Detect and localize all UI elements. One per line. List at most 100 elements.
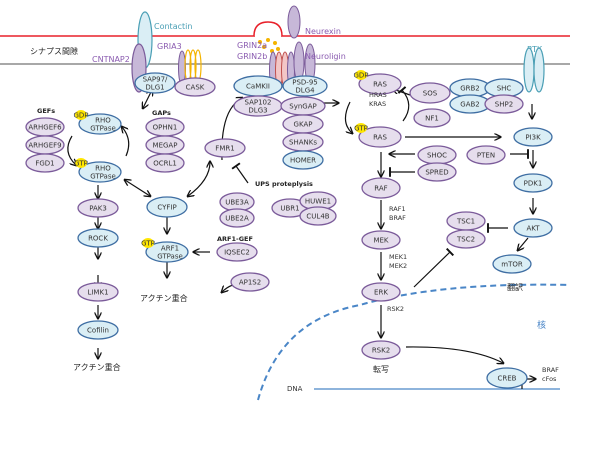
gaps-label: GAPs — [152, 109, 171, 117]
node-pten: PTEN — [466, 145, 506, 165]
node-label: ROCK — [88, 235, 108, 243]
node-fmr1: FMR1 — [204, 138, 246, 158]
node-mek: MEK — [361, 230, 401, 250]
hras-label: HRAS — [369, 91, 387, 99]
nucleus-label: 核 — [537, 319, 546, 331]
gdp-badge — [75, 110, 87, 120]
mek1-label: MEK1 — [389, 253, 407, 261]
node-label: RHO — [95, 117, 111, 125]
node-label: GRB2 — [460, 85, 480, 93]
node-label: SAP102 — [245, 99, 272, 107]
node-label: GKAP — [294, 121, 313, 129]
node-label: PI3K — [525, 134, 541, 142]
node-label: HUWE1 — [305, 198, 331, 206]
node-label: CASK — [186, 84, 205, 92]
node-label: RAS — [373, 81, 387, 89]
node-limk1: LIMK1 — [77, 282, 119, 302]
gtp-badge-label: GTP — [354, 125, 368, 133]
node-pi3k: PI3K — [513, 127, 553, 147]
node-label: RAF — [374, 185, 387, 193]
node-rsk2: RSK2 — [361, 340, 401, 360]
node-label: UBE3A — [225, 199, 249, 207]
neurexin-label: Neurexin — [305, 27, 341, 36]
node-akt: AKT — [513, 218, 553, 238]
node-camkii: CaMKII — [233, 75, 283, 97]
grin2b-label: GRIN2b — [237, 52, 267, 61]
node-tsc2: TSC2 — [446, 229, 486, 249]
node-label: RSK2 — [372, 347, 390, 355]
node-rock: ROCK — [77, 228, 119, 248]
node-label: OCRL1 — [153, 160, 177, 168]
cntnap2-label: CNTNAP2 — [92, 55, 130, 64]
node-ap1s2: AP1S2 — [230, 272, 270, 292]
node-label: SHANKs — [289, 139, 317, 147]
node-label: Cofilin — [87, 327, 109, 335]
node-label: OPHN1 — [153, 124, 178, 132]
kras-label: KRAS — [369, 100, 386, 108]
node-label: CREB — [498, 375, 517, 383]
node-spred: SPRED — [417, 162, 457, 182]
node-label: PTEN — [477, 152, 495, 160]
node-raf: RAF — [361, 177, 401, 199]
node-nf1: NF1 — [413, 108, 451, 128]
rsk2-arrow-label: RSK2 — [387, 305, 404, 313]
node-label: AP1S2 — [239, 279, 261, 287]
node-sos: SOS — [409, 82, 451, 104]
vesicle-release — [253, 21, 283, 37]
node-label: HOMER — [290, 157, 316, 165]
gdp-badge-label: GDP — [73, 112, 88, 120]
node-label: SHOC — [427, 152, 447, 160]
node-pak3: PAK3 — [77, 198, 119, 218]
gtp-badge-label: GTP — [74, 160, 88, 168]
node-ocrl1: OCRL1 — [145, 153, 185, 173]
braf-target-label: BRAF — [542, 366, 559, 374]
node-homer: HOMER — [282, 150, 324, 170]
node-megap: MEGAP — [145, 135, 185, 155]
node-creb: CREB — [486, 367, 528, 389]
node-cask: CASK — [174, 77, 216, 97]
node-label: DLG3 — [248, 107, 267, 115]
node-label: GTPase — [90, 125, 116, 133]
node-cyfip: CYFIP — [146, 196, 188, 218]
node-label: LIMK1 — [87, 289, 108, 297]
node-label: GTPase — [157, 253, 183, 261]
node-label: SHP2 — [495, 101, 513, 109]
contactin-label: Contactin — [154, 22, 192, 31]
neurotransmitter-dots — [258, 38, 280, 53]
node-label: GAB2 — [460, 101, 479, 109]
node-label: FMR1 — [215, 145, 234, 153]
node-label: AKT — [526, 225, 540, 233]
node-ube2a: UBE2A — [219, 208, 255, 228]
grin2a-label: GRIN2a — [237, 41, 267, 50]
node-mtor: mTOR — [492, 254, 532, 274]
dna-label: DNA — [287, 385, 303, 393]
node-label: PAK3 — [89, 205, 107, 213]
node-cul4b: CUL4B — [299, 206, 337, 226]
node-label: SOS — [423, 90, 438, 98]
rtk-protein — [533, 47, 545, 93]
neurexin-protein — [287, 5, 301, 39]
node-gkap: GKAP — [282, 114, 324, 134]
actin-polymerization-label: アクチン重合 — [73, 362, 121, 372]
node-label: ERK — [374, 289, 388, 297]
node-sap97: SAP97/DLG1 — [134, 72, 176, 94]
neuroligin-label: Neuroligin — [305, 52, 346, 61]
nucleus-boundary — [257, 283, 571, 401]
node-label: CaMKII — [246, 83, 270, 91]
braf-label: BRAF — [389, 214, 406, 222]
cfos-target-label: cFos — [542, 375, 557, 383]
node-shp2: SHP2 — [484, 94, 524, 114]
node-label: FGD1 — [35, 160, 54, 168]
node-label: ARF1 — [161, 245, 179, 253]
ups-label: UPS proteplysis — [255, 180, 313, 188]
transcription-label: 転写 — [373, 365, 389, 374]
node-label: RHO — [95, 165, 111, 173]
node-label: MEGAP — [153, 142, 178, 150]
synaptic-cleft-label: シナプス間隙 — [30, 46, 78, 56]
node-label: CUL4B — [306, 213, 329, 221]
